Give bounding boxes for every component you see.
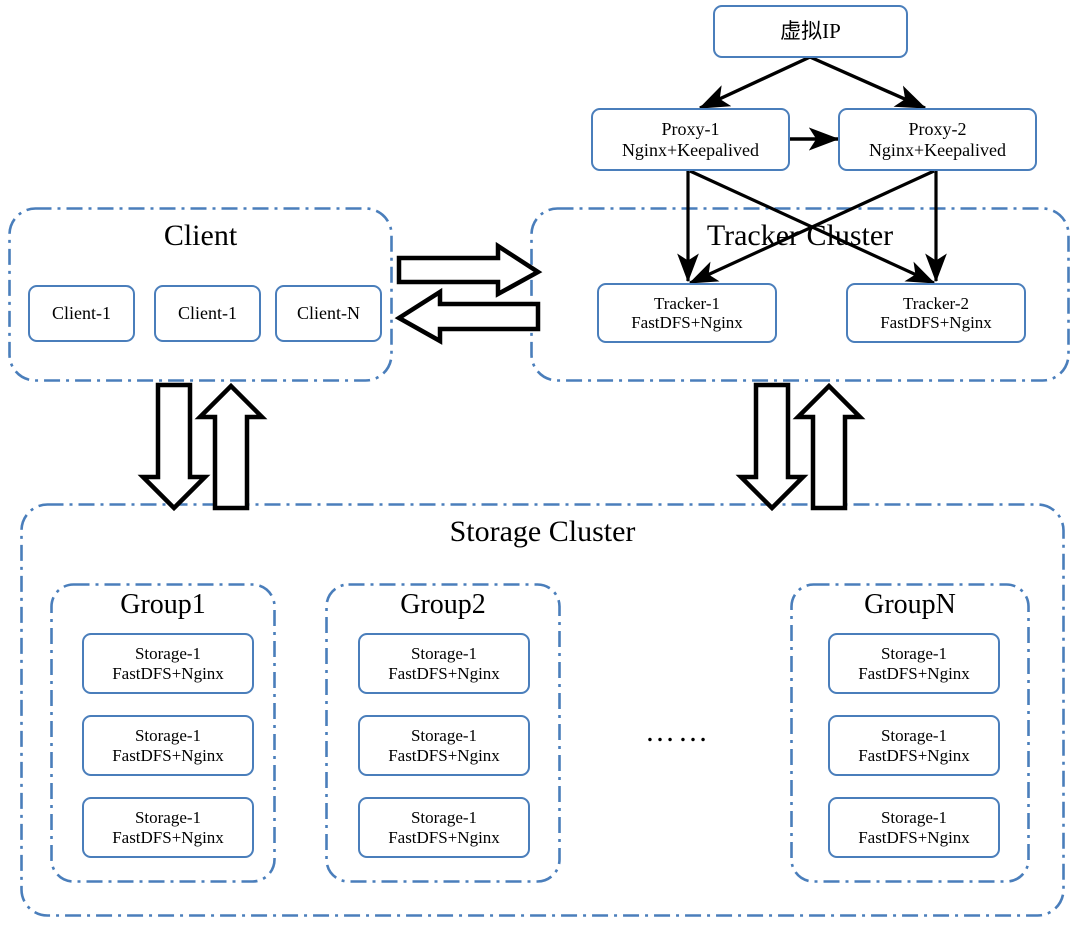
vip-to-proxy2-arrow bbox=[809, 55, 927, 110]
storage-group-n-node-2-name: Storage-1 bbox=[880, 726, 948, 746]
client-zone-title: Client bbox=[163, 219, 238, 252]
storage-group-n-node-3-stack: FastDFS+Nginx bbox=[858, 827, 970, 847]
storage-group-n-node-1-name: Storage-1 bbox=[880, 644, 948, 664]
client-node-2[interactable]: Client-1 bbox=[154, 285, 261, 342]
storage-group-1-node-3-name: Storage-1 bbox=[134, 808, 202, 828]
storage-group-n-zone bbox=[790, 583, 1030, 883]
virtual-ip-node[interactable]: 虚拟IP bbox=[713, 5, 908, 58]
groups-ellipsis: …… bbox=[645, 715, 711, 748]
storage-group-n-node-1-stack: FastDFS+Nginx bbox=[858, 663, 970, 683]
storage-group-1-node-2-name: Storage-1 bbox=[134, 726, 202, 746]
storage-group-n-title: GroupN bbox=[864, 589, 956, 620]
proxy-2-node[interactable]: Proxy-2 Nginx+Keepalived bbox=[838, 108, 1037, 171]
client-node-2-label: Client-1 bbox=[178, 303, 237, 324]
storage-group-2-node-2[interactable]: Storage-1 FastDFS+Nginx bbox=[358, 715, 530, 776]
storage-zone-title: Storage Cluster bbox=[449, 515, 636, 548]
storage-group-1-node-3[interactable]: Storage-1 FastDFS+Nginx bbox=[82, 797, 254, 858]
proxy-2-name: Proxy-2 bbox=[908, 119, 967, 140]
client-zone bbox=[8, 207, 393, 382]
tracker-1-name: Tracker-1 bbox=[653, 293, 721, 313]
client-node-n[interactable]: Client-N bbox=[275, 285, 382, 342]
storage-group-1-node-1[interactable]: Storage-1 FastDFS+Nginx bbox=[82, 633, 254, 694]
storage-group-1-node-2[interactable]: Storage-1 FastDFS+Nginx bbox=[82, 715, 254, 776]
storage-to-tracker-block-arrow bbox=[792, 382, 866, 511]
storage-group-2-title: Group2 bbox=[400, 589, 486, 620]
storage-zone bbox=[20, 503, 1065, 917]
virtual-ip-label: 虚拟IP bbox=[780, 18, 841, 43]
storage-group-n-node-2[interactable]: Storage-1 FastDFS+Nginx bbox=[828, 715, 1000, 776]
proxy-1-stack: Nginx+Keepalived bbox=[621, 139, 760, 160]
proxy-2-stack: Nginx+Keepalived bbox=[868, 139, 1007, 160]
storage-group-2-node-2-stack: FastDFS+Nginx bbox=[388, 745, 500, 765]
storage-to-client-block-arrow bbox=[194, 382, 268, 511]
client-to-tracker-block-arrow bbox=[396, 241, 543, 298]
tracker-2-name: Tracker-2 bbox=[902, 293, 970, 313]
tracker-2-stack: FastDFS+Nginx bbox=[880, 313, 992, 332]
storage-group-2-node-3[interactable]: Storage-1 FastDFS+Nginx bbox=[358, 797, 530, 858]
storage-group-n-node-2-stack: FastDFS+Nginx bbox=[858, 745, 970, 765]
tracker-2-node[interactable]: Tracker-2 FastDFS+Nginx bbox=[846, 283, 1026, 343]
storage-group-n-node-1[interactable]: Storage-1 FastDFS+Nginx bbox=[828, 633, 1000, 694]
storage-group-1-node-2-stack: FastDFS+Nginx bbox=[112, 745, 224, 765]
storage-group-2-node-2-name: Storage-1 bbox=[410, 726, 478, 746]
storage-group-1-node-3-stack: FastDFS+Nginx bbox=[112, 827, 224, 847]
storage-group-2-zone bbox=[325, 583, 561, 883]
storage-group-1-zone bbox=[50, 583, 276, 883]
tracker-to-client-block-arrow bbox=[394, 287, 541, 345]
tracker-1-stack: FastDFS+Nginx bbox=[631, 313, 743, 332]
tracker-zone-title: Tracker Cluster bbox=[706, 219, 894, 252]
tracker-1-node[interactable]: Tracker-1 FastDFS+Nginx bbox=[597, 283, 777, 343]
storage-group-2-node-3-stack: FastDFS+Nginx bbox=[388, 827, 500, 847]
proxy-1-name: Proxy-1 bbox=[661, 119, 720, 140]
storage-group-2-node-3-name: Storage-1 bbox=[410, 808, 478, 828]
proxy-1-node[interactable]: Proxy-1 Nginx+Keepalived bbox=[591, 108, 790, 171]
client-node-1-label: Client-1 bbox=[52, 303, 111, 324]
storage-group-2-node-1[interactable]: Storage-1 FastDFS+Nginx bbox=[358, 633, 530, 694]
storage-group-n-node-3[interactable]: Storage-1 FastDFS+Nginx bbox=[828, 797, 1000, 858]
client-to-storage-block-arrow bbox=[137, 382, 211, 512]
storage-group-1-title: Group1 bbox=[120, 589, 206, 620]
storage-group-2-node-1-stack: FastDFS+Nginx bbox=[388, 663, 500, 683]
storage-group-1-node-1-stack: FastDFS+Nginx bbox=[112, 663, 224, 683]
vip-to-proxy1-arrow bbox=[698, 55, 811, 110]
storage-group-n-node-3-name: Storage-1 bbox=[880, 808, 948, 828]
tracker-to-storage-block-arrow bbox=[735, 382, 809, 512]
storage-group-2-node-1-name: Storage-1 bbox=[410, 644, 478, 664]
client-node-1[interactable]: Client-1 bbox=[28, 285, 135, 342]
client-node-n-label: Client-N bbox=[297, 303, 360, 324]
storage-group-1-node-1-name: Storage-1 bbox=[134, 644, 202, 664]
